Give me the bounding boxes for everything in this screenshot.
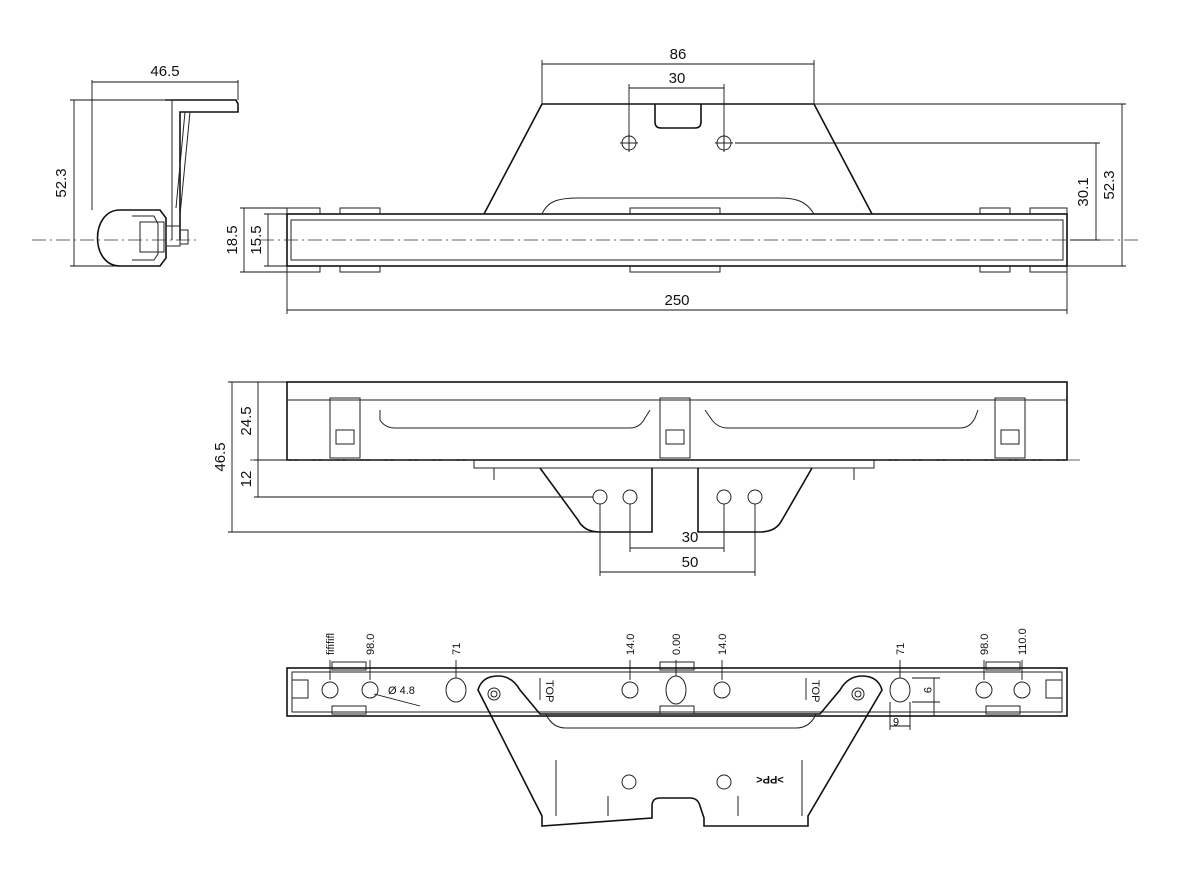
top-clip-right (994, 397, 1026, 459)
side-bracket-outline (165, 99, 239, 240)
top-bracket-left (539, 467, 653, 533)
top-upper-height-dim: 24.5 (238, 406, 255, 435)
front-total-height-dim: 52.3 (1101, 170, 1118, 199)
top-offset-dim: 12 (238, 471, 255, 488)
pos-label-right-71: 71 (895, 643, 907, 655)
pos-label-left-outer: ﬁﬁﬁﬂ (325, 633, 337, 655)
pos-label-right-110: 110.0 (1017, 628, 1029, 655)
top-hole-spacing-dim: 30 (682, 529, 699, 546)
front-inner-height-dim: 15.5 (248, 225, 265, 254)
bottom-bracket-outline (477, 675, 883, 827)
front-hole-spacing-dim: 30 (669, 70, 686, 87)
top-clip-left (329, 397, 361, 459)
front-outer-height-dim: 18.5 (224, 225, 241, 254)
top-hole-group-dim: 50 (682, 554, 699, 571)
side-view: 46.5 52.3 (32, 63, 239, 267)
top-rail-body (286, 381, 1068, 461)
top-holes (592, 489, 763, 505)
pos-label-left-14: 14.0 (625, 634, 637, 655)
pos-label-left-71: 71 (451, 643, 463, 655)
top-total-height-dim: 46.5 (212, 442, 229, 471)
side-height-dim: 52.3 (53, 168, 70, 197)
top-clip-center (659, 397, 691, 459)
bottom-rail-body (286, 667, 1068, 717)
pos-label-left-98: 98.0 (365, 634, 377, 655)
front-width-dim: 86 (670, 46, 687, 63)
pos-label-right-98: 98.0 (979, 634, 991, 655)
slot-height-label: 9 (921, 687, 933, 693)
slot-width-label: 6 (893, 715, 899, 727)
top-bracket-right (697, 467, 813, 533)
side-rail-section (96, 209, 167, 267)
pos-label-center: 0.00 (671, 634, 683, 655)
top-view: 24.5 46.5 12 30 50 (212, 381, 1080, 576)
top-marker-left: TOP (543, 680, 555, 702)
pos-label-right-14: 14.0 (717, 634, 729, 655)
front-hole-height-dim: 30.1 (1075, 177, 1092, 206)
top-marker-right: TOP (809, 680, 821, 702)
bottom-view: ﬁﬁﬁﬂ 98.0 71 14.0 0.00 14.0 71 98.0 110.… (286, 628, 1068, 827)
front-view: 86 30 30.1 52.3 18.5 15.5 250 (224, 46, 1140, 314)
material-mark: >PP< (756, 773, 784, 785)
side-width-dim: 46.5 (150, 63, 179, 80)
front-length-dim: 250 (664, 292, 689, 309)
hole-diameter-label: Ø 4.8 (388, 685, 415, 697)
